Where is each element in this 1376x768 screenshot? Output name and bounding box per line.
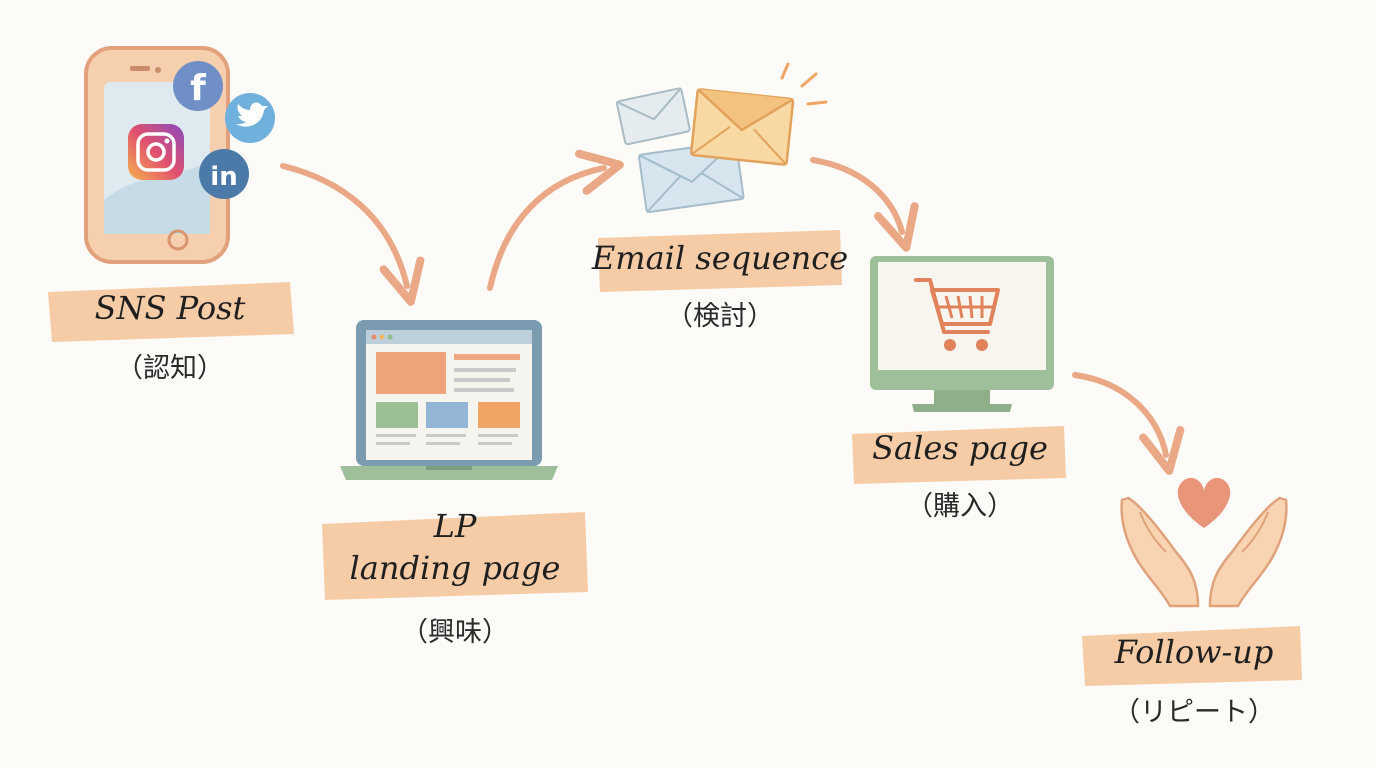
facebook-letter: f xyxy=(190,68,206,109)
step-title-lp-line2: landing page xyxy=(349,549,561,587)
heart-icon xyxy=(1177,477,1231,528)
facebook-icon: f xyxy=(173,61,223,111)
step-title-sales: Sales page xyxy=(872,429,1048,467)
step-title-email: Email sequence xyxy=(591,239,849,277)
linkedin-icon: in xyxy=(199,149,249,199)
step-title-sns: SNS Post xyxy=(94,289,246,327)
twitter-icon xyxy=(225,93,275,143)
arrow-sales-to-followup xyxy=(1072,372,1185,475)
linkedin-letter: in xyxy=(210,162,237,192)
shopping-cart-icon xyxy=(914,278,1000,351)
step-subtitle-sales: （購入） xyxy=(906,491,1014,522)
envelope-icon xyxy=(616,62,828,214)
instagram-icon xyxy=(128,124,184,180)
monitor-icon xyxy=(870,256,1054,412)
step-subtitle-email: （検討） xyxy=(666,301,774,332)
laptop-icon xyxy=(340,320,558,480)
arrow-sns-to-lp xyxy=(280,163,425,306)
highlight-lp xyxy=(322,512,588,600)
step-subtitle-sns: （認知） xyxy=(116,353,224,384)
step-title-followup: Follow-up xyxy=(1114,633,1274,671)
highlight-email xyxy=(598,230,842,292)
step-subtitle-followup: （リピート） xyxy=(1113,697,1275,728)
highlight-followup xyxy=(1082,626,1302,686)
step-title-lp: LP xyxy=(433,507,477,545)
hands-icon xyxy=(1120,496,1288,608)
highlight-sns xyxy=(48,282,294,342)
highlight-sales xyxy=(852,426,1066,484)
arrow-email-to-sales xyxy=(810,157,919,252)
step-subtitle-lp: （興味） xyxy=(401,617,509,648)
arrow-lp-to-email xyxy=(487,149,624,291)
